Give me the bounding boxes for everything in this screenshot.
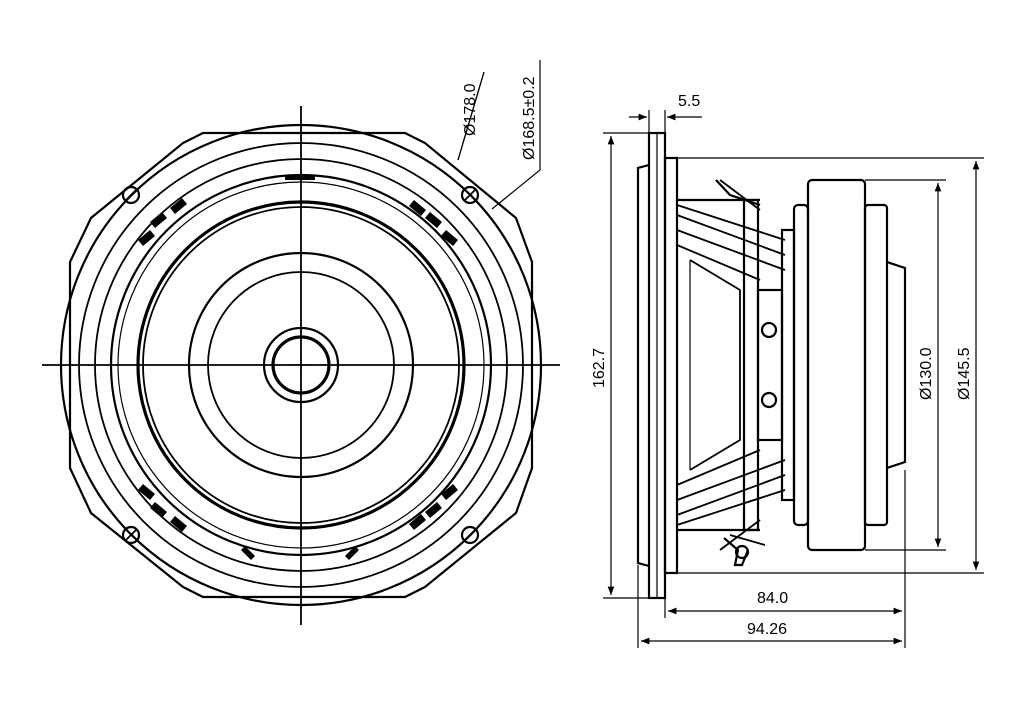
side-terminal	[723, 534, 766, 567]
side-basket-frame	[663, 156, 679, 575]
side-magnet-main	[806, 178, 867, 552]
label-bolt-circle: Ø168.5±0.2	[521, 76, 538, 160]
leader-bolt-circle	[491, 60, 541, 210]
front-flange-outline	[68, 131, 534, 599]
screw-hole-top-left	[121, 185, 141, 205]
screw-hole-bottom-left	[121, 525, 141, 545]
side-basket-spokes	[676, 179, 786, 551]
label-depth: 84.0	[757, 590, 788, 607]
label-flange-thickness: 5.5	[678, 93, 700, 110]
label-overall-height: 162.7	[591, 348, 608, 388]
side-view: 162.7 5.5 Ø130.0 Ø145.5 84.0 94.26	[591, 93, 984, 648]
side-terminal-top	[715, 179, 761, 207]
screw-hole-top-right	[460, 185, 480, 205]
basket-clips	[138, 176, 458, 560]
label-magnet-diameter: Ø130.0	[918, 347, 935, 400]
label-outer-diameter: Ø178.0	[462, 83, 479, 136]
label-basket-diameter: Ø145.5	[956, 347, 973, 400]
label-overall-depth: 94.26	[747, 621, 787, 638]
screw-hole-bottom-right	[460, 525, 480, 545]
front-view: Ø178.0 Ø168.5±0.2	[42, 60, 560, 625]
side-magnet	[792, 203, 810, 527]
